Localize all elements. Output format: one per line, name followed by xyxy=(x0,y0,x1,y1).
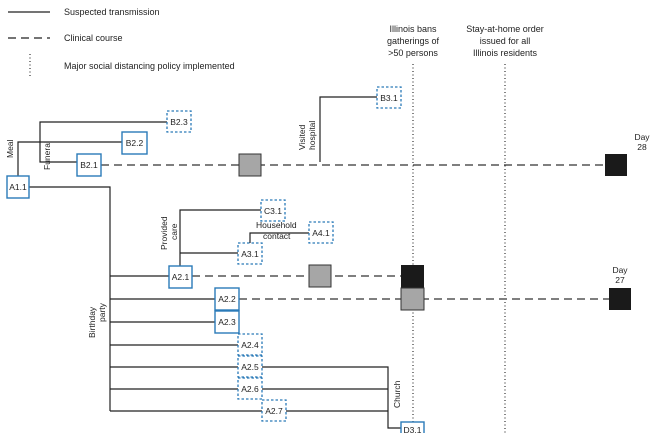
policy-gatherings-line2: gatherings of xyxy=(387,36,440,46)
node-b2-1: B2.1 xyxy=(76,153,102,177)
node-a2-1: A2.1 xyxy=(168,265,193,289)
node-c3-1-label: C3.1 xyxy=(264,206,282,216)
node-a2-6-label: A2.6 xyxy=(241,384,259,394)
node-c3-1: C3.1 xyxy=(260,199,286,222)
day28-label-line2: 28 xyxy=(637,142,647,152)
node-a2-4-box xyxy=(237,333,263,356)
label-funeral: Funeral xyxy=(42,141,52,170)
node-a2-1-box xyxy=(168,265,193,289)
node-a4-1-box xyxy=(308,221,334,244)
node-b2-3-box xyxy=(166,110,192,133)
node-a4-1: A4.1 xyxy=(308,221,334,244)
node-b3-1: B3.1 xyxy=(376,86,402,109)
edge-birthday-trunk xyxy=(27,186,111,411)
label-church: Church xyxy=(392,380,402,408)
node-b3-1-label: B3.1 xyxy=(380,93,398,103)
policy-stay-home-line1: Stay-at-home order xyxy=(466,24,544,34)
policy-stay-home: Stay-at-home order issued for all Illino… xyxy=(466,24,544,58)
node-a2-7: A2.7 xyxy=(261,399,287,422)
a2-2-day27-box xyxy=(609,288,631,310)
node-b2-2-label: B2.2 xyxy=(126,138,144,148)
policy-gatherings-line3: >50 persons xyxy=(388,48,438,58)
node-a1-1: A1.1 xyxy=(6,175,30,199)
day28-label-line1: Day xyxy=(634,132,650,142)
edge-to-c3-1 xyxy=(179,209,261,266)
node-a2-5: A2.5 xyxy=(237,355,263,378)
node-a4-1-label: A4.1 xyxy=(312,228,330,238)
label-contact: contact xyxy=(263,231,291,241)
label-visited: Visited xyxy=(297,124,307,150)
node-a2-2: A2.2 xyxy=(214,287,240,311)
node-a3-1-box xyxy=(237,242,263,265)
transmission-lines xyxy=(17,96,401,429)
node-d3-1: D3.1 xyxy=(400,421,425,433)
node-a2-2-label: A2.2 xyxy=(218,294,236,304)
a2-1-gray-box xyxy=(308,264,332,288)
label-hospital: hospital xyxy=(307,121,317,150)
b2-1-gray-box xyxy=(238,153,262,177)
policy-stay-home-line3: Illinois residents xyxy=(473,48,538,58)
node-a2-3: A2.3 xyxy=(214,310,240,334)
node-a2-5-label: A2.5 xyxy=(241,362,259,372)
node-a2-5-box xyxy=(237,355,263,378)
node-c3-1-box xyxy=(260,199,286,222)
node-b2-3: B2.3 xyxy=(166,110,192,133)
node-a2-4-label: A2.4 xyxy=(241,340,259,350)
node-d3-1-label: D3.1 xyxy=(404,425,422,433)
node-a2-7-box xyxy=(261,399,287,422)
a2-1-black-box xyxy=(401,265,424,288)
node-b3-1-box xyxy=(376,86,402,109)
edge-church xyxy=(261,366,401,429)
node-b2-3-label: B2.3 xyxy=(170,117,188,127)
node-a2-6-box xyxy=(237,377,263,400)
day27-label-line2: 27 xyxy=(615,275,625,285)
a2-2-gray-box xyxy=(400,287,425,311)
node-b2-1-box xyxy=(76,153,102,177)
node-a3-1: A3.1 xyxy=(237,242,263,265)
node-a1-1-box xyxy=(6,175,30,199)
b2-1-day28-box xyxy=(605,154,627,176)
node-a3-1-label: A3.1 xyxy=(241,249,259,259)
node-b2-2: B2.2 xyxy=(121,131,148,155)
node-d3-1-box xyxy=(400,421,425,433)
node-a1-1-label: A1.1 xyxy=(9,182,27,192)
edge-to-b2-1 xyxy=(39,142,77,163)
edge-to-b3-1 xyxy=(319,96,377,162)
node-a2-6: A2.6 xyxy=(237,377,263,400)
node-b2-1-label: B2.1 xyxy=(80,160,98,170)
label-birthday: Birthday xyxy=(87,306,97,338)
node-a2-1-label: A2.1 xyxy=(172,272,190,282)
edge-meal xyxy=(17,141,40,177)
policy-gatherings-line1: Illinois bans xyxy=(389,24,437,34)
node-a2-4: A2.4 xyxy=(237,333,263,356)
legend-dashed-label: Clinical course xyxy=(64,33,123,43)
edge-to-b2-3 xyxy=(39,121,167,142)
policy-stay-home-line2: issued for all xyxy=(480,36,531,46)
node-b2-2-box xyxy=(121,131,148,155)
label-household: Household xyxy=(256,220,297,230)
node-a2-3-label: A2.3 xyxy=(218,317,236,327)
node-a2-2-box xyxy=(214,287,240,311)
node-a2-7-label: A2.7 xyxy=(265,406,283,416)
legend-dotted-label: Major social distancing policy implement… xyxy=(64,61,235,71)
label-meal: Meal xyxy=(5,139,15,158)
legend-solid-label: Suspected transmission xyxy=(64,7,160,17)
day27-label-line1: Day xyxy=(612,265,628,275)
label-provided: Provided xyxy=(159,216,169,250)
legend: Suspected transmission Clinical course M… xyxy=(8,7,235,76)
node-a2-3-box xyxy=(214,310,240,334)
label-care: care xyxy=(169,223,179,240)
label-party: party xyxy=(97,302,107,322)
policy-gatherings: Illinois bans gatherings of >50 persons xyxy=(387,24,440,58)
